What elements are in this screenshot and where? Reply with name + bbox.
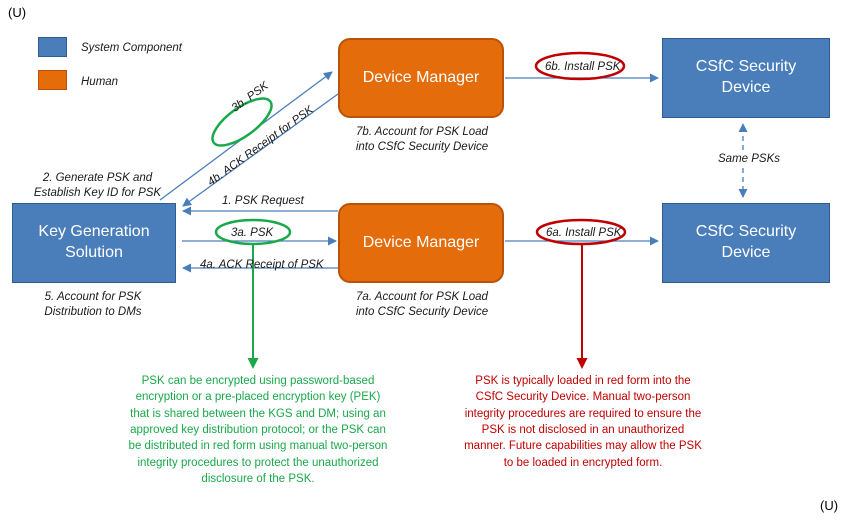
label-7a: 7a. Account for PSK Load into CSfC Secur… — [355, 291, 489, 318]
device-manager-top-box: Device Manager — [338, 38, 504, 118]
label-7b: 7b. Account for PSK Load into CSfC Secur… — [355, 126, 489, 153]
arrow-4b — [182, 93, 339, 207]
label-6a: 6a. Install PSK — [546, 227, 622, 239]
key-generation-solution-box: Key Generation Solution — [12, 203, 176, 283]
csfc-security-device-bottom-box: CSfC Security Device — [662, 203, 830, 283]
legend-label-human: Human — [81, 76, 119, 88]
label-2: 2. Generate PSK and Establish Key ID for… — [33, 172, 162, 199]
label-same-psks: Same PSKs — [718, 153, 780, 165]
red-note: PSK is typically loaded in red form into… — [464, 375, 702, 469]
device-manager-bottom-box: Device Manager — [338, 203, 504, 283]
csfc-security-device-bottom-label: CSfC Security Device — [695, 223, 797, 261]
key-generation-solution-label: Key Generation Solution — [38, 223, 150, 261]
legend: System Component Human — [38, 37, 208, 97]
label-3a: 3a. PSK — [231, 227, 274, 239]
label-5: 5. Account for PSK Distribution to DMs — [44, 291, 142, 318]
label-1: 1. PSK Request — [222, 195, 304, 207]
legend-swatch-system — [38, 37, 67, 57]
highlight-6b — [534, 51, 626, 81]
legend-label-system: System Component — [81, 42, 182, 54]
classification-bottom: (U) — [820, 498, 839, 513]
classification-top: (U) — [8, 5, 27, 20]
green-note: PSK can be encrypted using password-base… — [128, 375, 388, 485]
label-6b: 6b. Install PSK — [545, 61, 621, 73]
device-manager-bottom-label: Device Manager — [362, 233, 480, 251]
csfc-security-device-top-label: CSfC Security Device — [695, 58, 797, 96]
device-manager-top-label: Device Manager — [362, 68, 480, 86]
legend-swatch-human — [38, 70, 67, 90]
label-4a: 4a. ACK Receipt of PSK — [200, 259, 324, 271]
highlight-3b — [211, 97, 273, 147]
csfc-security-device-top-box: CSfC Security Device — [662, 38, 830, 118]
